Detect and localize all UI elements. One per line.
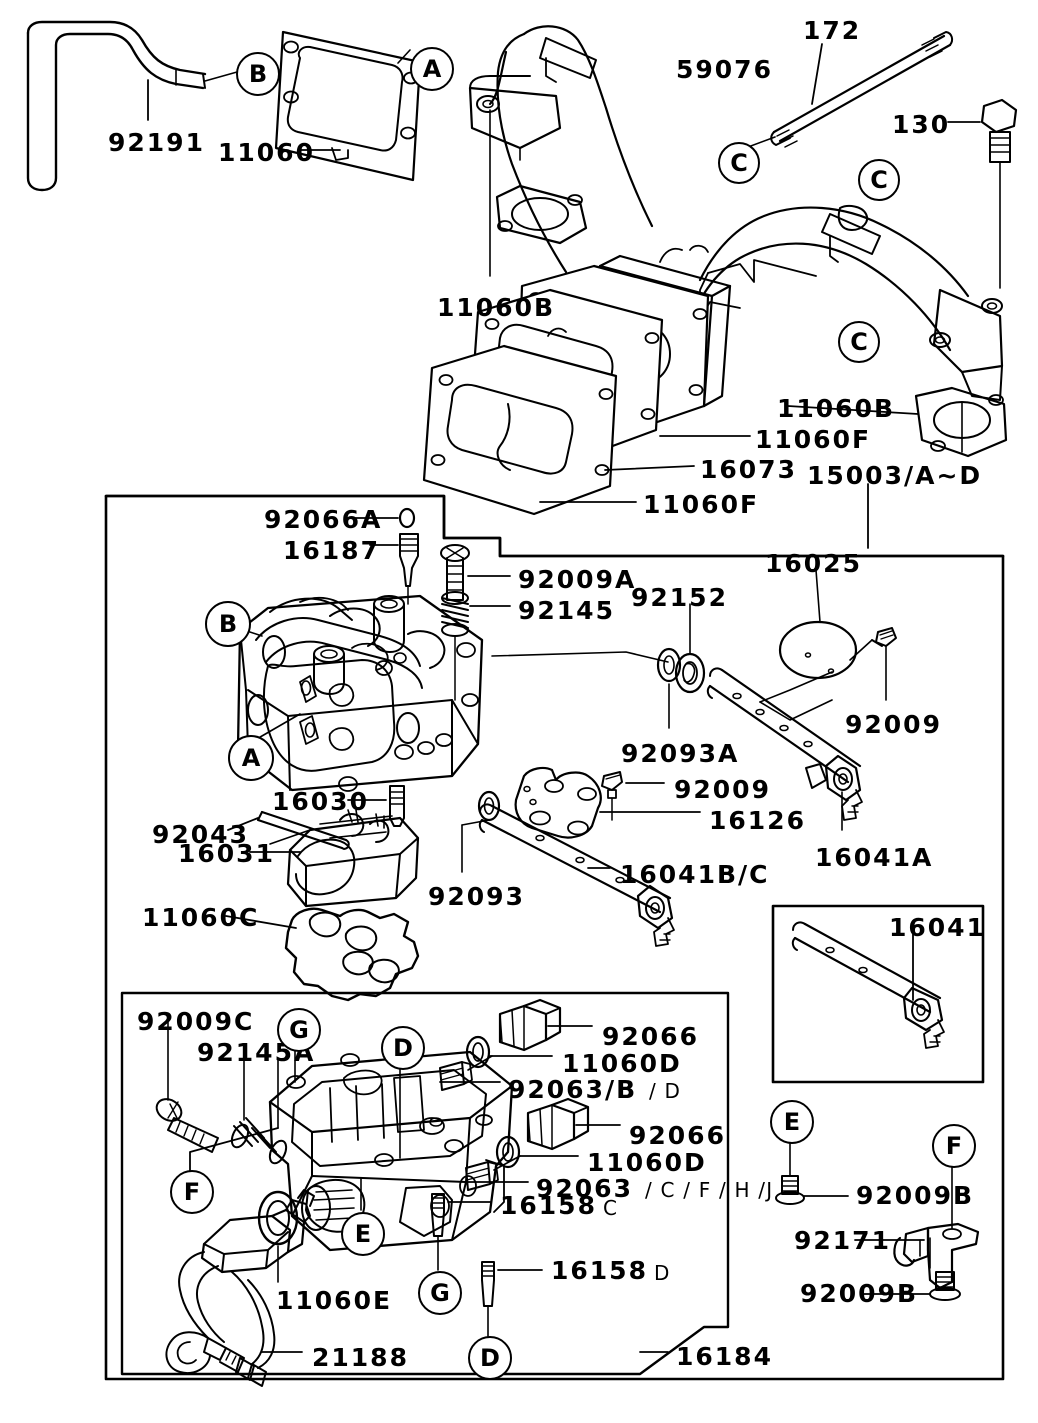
part-label-11060F-lower: 11060F: [643, 490, 760, 519]
part-label-92009B-top: 92009B: [856, 1181, 975, 1210]
flange-bolt-icon: [980, 98, 1018, 163]
part-label-11060B-left: 11060B: [437, 293, 556, 322]
part-label-92043: 92043: [152, 820, 249, 849]
part-label-92009B-bottom: 92009B: [800, 1279, 919, 1308]
part-label-16031: 16031: [178, 839, 275, 868]
screw-icon: [929, 1271, 961, 1301]
part-label-92063BD: 92063/B: [508, 1075, 638, 1104]
part-label-11060D-a: 11060D: [562, 1049, 682, 1078]
jet-icon: [389, 785, 405, 827]
part-label-92009-right: 92009: [845, 710, 942, 739]
callout-A-top[interactable]: A: [410, 47, 454, 91]
part-label-92009C: 92009C: [137, 1007, 255, 1036]
choke-plate-icon: [514, 766, 602, 839]
part-label-16025: 16025: [765, 549, 862, 578]
intake-manifold-icon: [468, 25, 1008, 458]
part-label-11060B-right: 11060B: [777, 394, 896, 423]
part-label-16158D-suffix: D: [654, 1261, 671, 1285]
drain-plug-icon: [498, 998, 562, 1052]
part-label-92145: 92145: [518, 596, 615, 625]
gasket-icon: [284, 907, 420, 1002]
part-label-92171: 92171: [794, 1226, 891, 1255]
part-label-92191: 92191: [108, 128, 205, 157]
drain-plug-icon: [526, 1097, 590, 1151]
part-label-92093: 92093: [428, 882, 525, 911]
callout-B-carb[interactable]: B: [205, 601, 251, 647]
throttle-shaft-icon: [791, 921, 945, 1049]
callout-E-1[interactable]: E: [341, 1212, 385, 1256]
jet-icon: [439, 1061, 473, 1091]
bushing-icon: [674, 652, 706, 694]
part-label-16187: 16187: [283, 536, 380, 565]
part-label-16126: 16126: [709, 806, 806, 835]
part-label-16041: 16041: [889, 913, 986, 942]
callout-A-carb[interactable]: A: [228, 735, 274, 781]
o-ring-icon: [656, 647, 682, 683]
part-label-16073: 16073: [700, 455, 797, 484]
jet-icon: [399, 533, 419, 587]
carburetor-body-icon: [236, 594, 484, 792]
part-label-92063CFHJ-suffix: / C / F / H /J: [645, 1178, 774, 1202]
o-ring-icon: [465, 1035, 491, 1069]
callout-F-2[interactable]: F: [932, 1124, 976, 1168]
part-label-11060E: 11060E: [276, 1286, 393, 1315]
throttle-plate-icon: [778, 620, 858, 680]
part-label-16041A: 16041A: [815, 843, 934, 872]
callout-G-1[interactable]: G: [277, 1008, 321, 1052]
part-label-92063BD-suffix: / D: [649, 1079, 682, 1103]
jet-icon: [431, 1193, 445, 1237]
callout-C-3[interactable]: C: [838, 321, 880, 363]
callout-E-2[interactable]: E: [770, 1100, 814, 1144]
part-label-59076: 59076: [676, 55, 773, 84]
jet-icon: [481, 1261, 495, 1307]
callout-B-top[interactable]: B: [236, 52, 280, 96]
part-label-92009A: 92009A: [518, 565, 637, 594]
part-label-92063CFHJ: 92063: [536, 1174, 633, 1203]
part-label-16041BC: 16041B/C: [620, 860, 770, 889]
callout-G-2[interactable]: G: [418, 1271, 462, 1315]
callout-D-1[interactable]: D: [381, 1026, 425, 1070]
part-label-16158D: 16158: [551, 1256, 648, 1285]
callout-C-1[interactable]: C: [718, 142, 760, 184]
bracket-icon: [893, 1222, 980, 1290]
part-label-11060C: 11060C: [142, 903, 260, 932]
o-ring-icon: [495, 1135, 521, 1169]
throttle-shaft-icon: [706, 667, 863, 821]
part-label-11060D-b: 11060D: [587, 1148, 707, 1177]
part-label-15003: 15003/A~D: [807, 461, 983, 490]
part-label-92152: 92152: [631, 583, 728, 612]
part-label-11060: 11060: [218, 138, 315, 167]
gasket-icon: [422, 344, 618, 516]
screw-icon: [871, 627, 897, 647]
part-label-92093A: 92093A: [621, 739, 740, 768]
stud-bolt-icon: [770, 31, 954, 148]
part-label-16158C-suffix: C: [603, 1196, 619, 1220]
part-label-11060F-upper: 11060F: [755, 425, 872, 454]
float-icon: [269, 809, 420, 908]
screw-icon: [601, 771, 623, 799]
callout-C-2[interactable]: C: [858, 159, 900, 201]
part-label-16030: 16030: [272, 787, 369, 816]
part-label-92009-mid: 92009: [674, 775, 771, 804]
screw-icon: [155, 1098, 219, 1153]
part-label-16158C: 16158: [500, 1191, 597, 1220]
hose-icon: [26, 20, 207, 192]
callout-D-2[interactable]: D: [468, 1336, 512, 1380]
o-ring-icon: [398, 507, 416, 529]
callout-F-1[interactable]: F: [170, 1170, 214, 1214]
part-label-16184: 16184: [676, 1342, 773, 1371]
fuel-solenoid-icon: [165, 1189, 315, 1387]
part-label-130: 130: [892, 110, 951, 139]
part-label-92066A: 92066A: [264, 505, 383, 534]
part-label-172: 172: [803, 16, 862, 45]
screw-icon: [775, 1175, 805, 1205]
part-label-92066-b: 92066: [629, 1121, 726, 1150]
part-label-92066-a: 92066: [602, 1022, 699, 1051]
part-label-21188: 21188: [312, 1343, 409, 1372]
